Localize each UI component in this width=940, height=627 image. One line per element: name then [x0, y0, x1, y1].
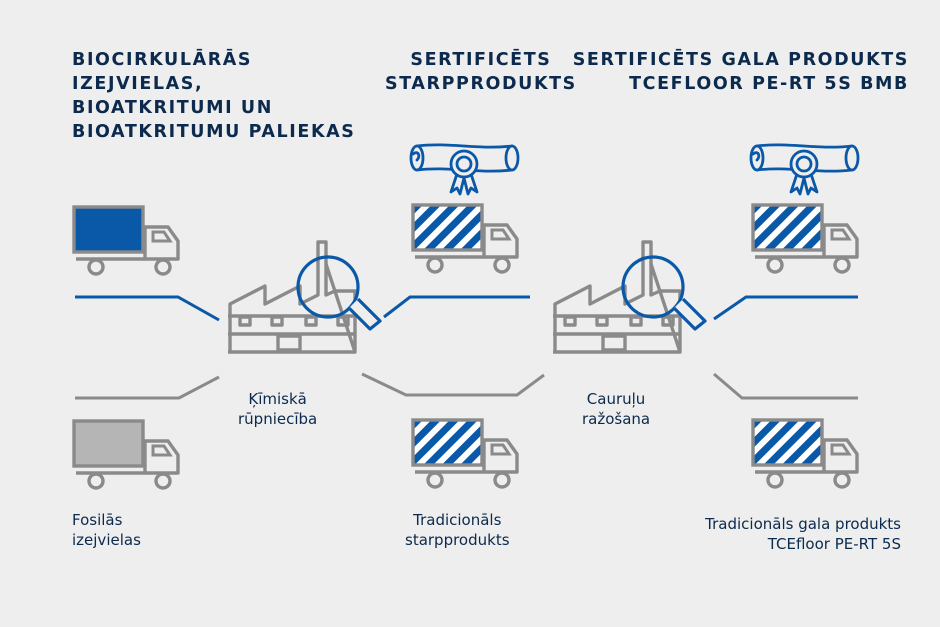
label-trad-final-line-2: TCEfloor PE-RT 5S	[767, 535, 901, 553]
label-chemical-line-1: Ķīmiskā	[248, 390, 307, 408]
header-final-line-2: TCEFLOOR PE-RT 5S BMB	[629, 74, 909, 94]
certificate-icon-intermediate	[409, 143, 520, 196]
label-fossil-line-1: Fosilās	[72, 511, 123, 529]
truck-icon-certified-final	[749, 203, 859, 274]
label-pipes-line-2: ražošana	[582, 410, 651, 428]
header-certified-intermediate: SERTIFICĒTS STARPPRODUKTS	[385, 48, 577, 96]
header-intermediate-line-1: SERTIFICĒTS	[410, 50, 552, 70]
flow-line-chemical-to-traditional	[361, 372, 545, 397]
label-trad-final-line-1: Tradicionāls gala produkts	[705, 515, 901, 533]
flow-line-pipes-to-traditional	[713, 372, 858, 400]
truck-icon-fossil	[70, 419, 180, 490]
flow-line-bio-to-chemical	[75, 295, 220, 322]
header-certified-final: SERTIFICĒTS GALA PRODUKTS TCEFLOOR PE-RT…	[573, 48, 909, 96]
label-chemical-industry: Ķīmiskā rūpniecība	[238, 389, 317, 429]
label-trad-intermediate-line-2: starpprodukts	[405, 531, 510, 549]
header-bio-line-1: BIOCIRKULĀRĀS	[72, 50, 253, 70]
label-pipes-line-1: Cauruļu	[586, 390, 646, 408]
header-bio-line-3: BIOATKRITUMI UN	[72, 98, 273, 118]
header-intermediate-line-2: STARPPRODUKTS	[385, 74, 577, 94]
label-traditional-final: Tradicionāls gala produkts TCEfloor PE-R…	[705, 514, 901, 554]
flow-line-pipes-to-certified	[713, 295, 858, 321]
label-trad-intermediate-line-1: Tradicionāls	[413, 511, 502, 529]
truck-icon-certified-intermediate	[409, 203, 519, 274]
header-bio-line-4: BIOATKRITUMU PALIEKAS	[72, 122, 356, 142]
certificate-icon-final	[749, 143, 860, 196]
label-fossil-feedstock: Fosilās izejvielas	[72, 510, 141, 550]
label-fossil-line-2: izejvielas	[72, 531, 141, 549]
label-pipe-production: Cauruļu ražošana	[582, 389, 650, 429]
truck-icon-traditional-final	[749, 418, 859, 489]
header-bio-feedstock: BIOCIRKULĀRĀS IZEJVIELAS, BIOATKRITUMI U…	[72, 48, 355, 144]
header-bio-line-2: IZEJVIELAS,	[72, 74, 204, 94]
label-chemical-line-2: rūpniecība	[238, 410, 318, 428]
flow-line-fossil-to-chemical	[75, 375, 220, 400]
flow-line-chemical-to-certified	[383, 295, 530, 319]
truck-icon-traditional-intermediate	[409, 418, 519, 489]
truck-icon-bio	[70, 205, 180, 276]
flow-lines	[75, 295, 858, 400]
header-final-line-1: SERTIFICĒTS GALA PRODUKTS	[572, 50, 909, 70]
label-traditional-intermediate: Tradicionāls starpprodukts	[405, 510, 510, 550]
